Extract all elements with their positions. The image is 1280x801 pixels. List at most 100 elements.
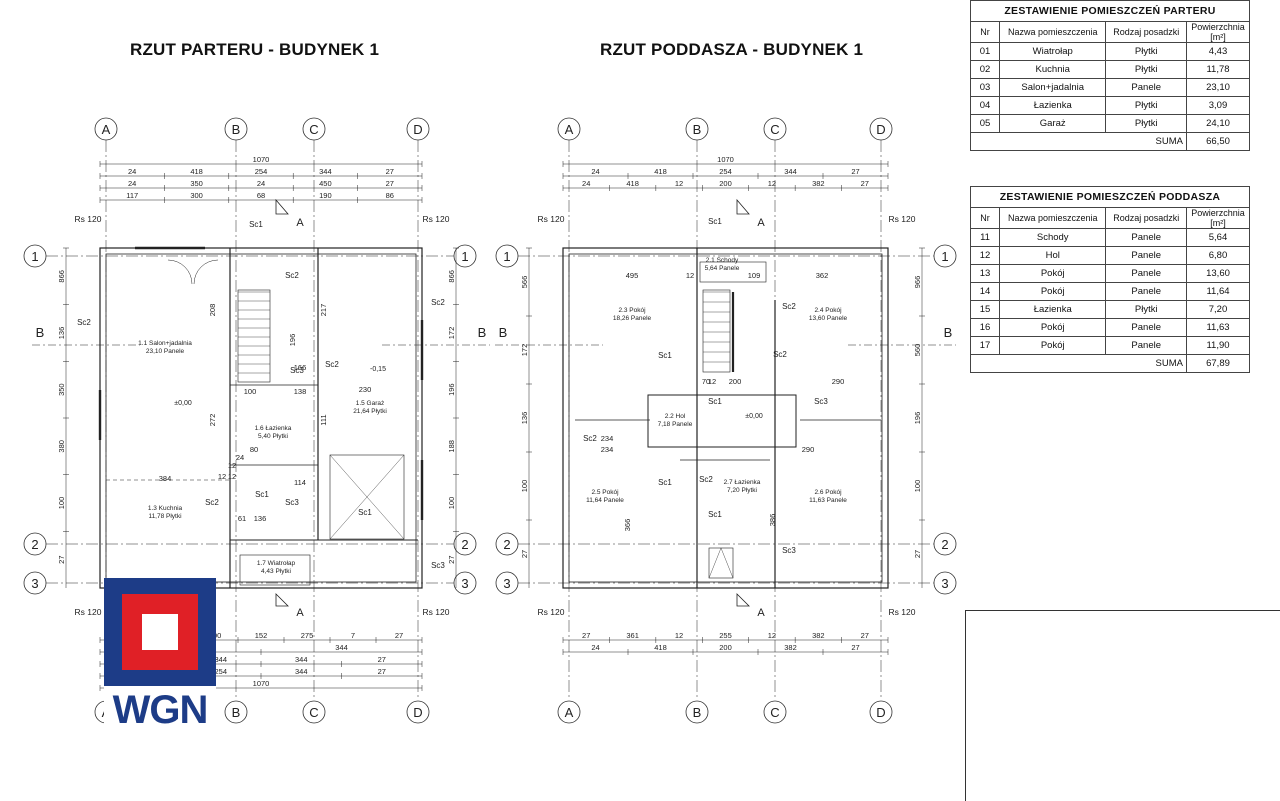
sc-mark: Sc2 [205, 498, 219, 507]
inner-dim-label: 70 [702, 377, 710, 386]
dim-bottom-row2-label: 344 [335, 643, 348, 652]
inner-dim-label: 138 [294, 387, 307, 396]
inner-dim-label: 217 [319, 304, 328, 317]
ground-table-cell: Płytki [1105, 96, 1187, 115]
inner-dim-label: 111 [319, 414, 328, 425]
axis-bubble-right-2-circle [933, 532, 957, 556]
ground-table-cell: Płytki [1105, 60, 1187, 79]
dim-left-label: 172 [520, 344, 529, 357]
axis-bubble-bottom-D-label: D [413, 705, 422, 720]
axis-bubble-left-1-label: 1 [31, 249, 38, 264]
inner-dim-label: 290 [832, 377, 845, 386]
dim-bottom-row2-label: 382 [784, 643, 797, 652]
axis-bubble-right-1-circle [453, 244, 477, 268]
inner-wall-outline [568, 253, 883, 583]
axis-bubble-top-D-label: D [413, 122, 422, 137]
attic-table-cell: 13 [970, 264, 1000, 283]
rs-label: Rs 120 [75, 214, 102, 224]
stairs-label-box [699, 261, 767, 283]
dim-top-row2-label: 27 [386, 179, 394, 188]
ground-table-caption: ZESTAWIENIE POMIESZCZEŃ PARTERU [970, 0, 1250, 22]
axis-bubble-bottom-D-circle [406, 700, 430, 724]
axis-bubble-left-1-label: 1 [503, 249, 510, 264]
attic-table-cell: Panele [1105, 282, 1187, 301]
sc-mark: Sc2 [431, 298, 445, 307]
attic-table-header-nr: Nr [970, 207, 1000, 229]
ground-table-cell: Panele [1105, 78, 1187, 97]
axis-bubble-right-2-circle [453, 532, 477, 556]
inner-dim-label: 366 [623, 519, 632, 532]
attic-table-cell: 6,80 [1186, 246, 1250, 265]
attic-plan-title: RZUT PODDASZA - BUDYNEK 1 [600, 40, 864, 59]
axis-bubble-bottom-B-circle [224, 700, 248, 724]
dim-top-total-label: 1070 [717, 155, 734, 164]
dim-bottom-row1-label: 361 [626, 631, 639, 640]
dim-top-row2-label: 24 [128, 179, 136, 188]
inner-dim-label: 12 [228, 472, 236, 481]
room-area-label: 5,64 Panele [705, 265, 740, 272]
axis-bubble-top-B-label: B [232, 122, 241, 137]
logo-text: WGN [104, 686, 216, 734]
ground-table-cell: 05 [970, 114, 1000, 133]
room-name-label: 2.7 Łazienka [724, 479, 761, 486]
dim-left-label: 136 [57, 327, 66, 340]
dim-bottom-row1-label: 27 [395, 631, 403, 640]
ground-table-cell: Kuchnia [998, 60, 1107, 79]
dim-top-row1-label: 254 [719, 167, 732, 176]
axis-bubble-right-1-label: 1 [941, 249, 948, 264]
dim-bottom-row1-label: 27 [861, 631, 869, 640]
dim-top-row2-label: 12 [675, 179, 683, 188]
rs-label: Rs 120 [538, 214, 565, 224]
axis-bubble-bottom-D-label: D [876, 705, 885, 720]
outer-wall-outline [99, 247, 423, 589]
inner-dim-label: 61 [238, 514, 246, 523]
inner-dim-label: 12 [708, 377, 716, 386]
dim-bottom-row3-label: 344 [214, 655, 227, 664]
inner-dim-label: 230 [359, 385, 372, 394]
vent-box [708, 547, 734, 579]
attic-table-sum-value: 67,89 [1186, 354, 1250, 373]
attic-table-cell: 7,20 [1186, 300, 1250, 319]
dim-left-label: 866 [57, 270, 66, 283]
attic-table-sum-label: SUMA [970, 354, 1187, 373]
dim-left-label: 566 [520, 276, 529, 289]
axis-bubble-top-A-label: A [102, 122, 111, 137]
vent-line [720, 547, 734, 579]
inner-dim-label: 362 [816, 271, 829, 280]
cut-label-right: B [478, 325, 487, 340]
dim-bottom-row1-label: 7 [351, 631, 355, 640]
axis-bubble-top-A-label: A [565, 122, 574, 137]
stair-outline [702, 289, 731, 373]
dim-top-row1-label: 24 [128, 167, 136, 176]
dim-top-row1-label: 27 [386, 167, 394, 176]
attic-table-header-name: Nazwa pomieszczenia [998, 207, 1107, 229]
rs-label: Rs 120 [889, 607, 916, 617]
sc-mark: Sc2 [699, 475, 713, 484]
attic-table-cell: 11,64 [1186, 282, 1250, 301]
dim-top-row2-label: 350 [190, 179, 203, 188]
ground-plan-title: RZUT PARTERU - BUDYNEK 1 [130, 40, 380, 59]
inner-dim-label: 495 [626, 271, 639, 280]
stair-outline [237, 289, 271, 383]
dim-right-label: 196 [913, 412, 922, 425]
attic-table-cell: Panele [1105, 336, 1187, 355]
axis-bubble-left-3-label: 3 [503, 576, 510, 591]
section-marker-bottom [275, 593, 289, 607]
dim-bottom-row1-label: 12 [675, 631, 683, 640]
inner-dim-label: 12 [218, 472, 226, 481]
sc-mark: Sc3 [431, 561, 445, 570]
room-area-label: 13,60 Panele [809, 315, 848, 322]
room-name-label: 2.6 Pokój [814, 489, 841, 496]
axis-bubble-right-2-label: 2 [461, 537, 468, 552]
ground-table-cell: Płytki [1105, 114, 1187, 133]
rs-label: Rs 120 [423, 607, 450, 617]
dim-bottom-row4-label: 254 [214, 667, 227, 676]
axis-bubble-left-2-circle [495, 532, 519, 556]
axis-bubble-bottom-C-label: C [770, 705, 779, 720]
ground-table-cell: 04 [970, 96, 1000, 115]
inner-dim-label: 208 [208, 304, 217, 317]
sc-mark: Sc1 [708, 397, 722, 406]
